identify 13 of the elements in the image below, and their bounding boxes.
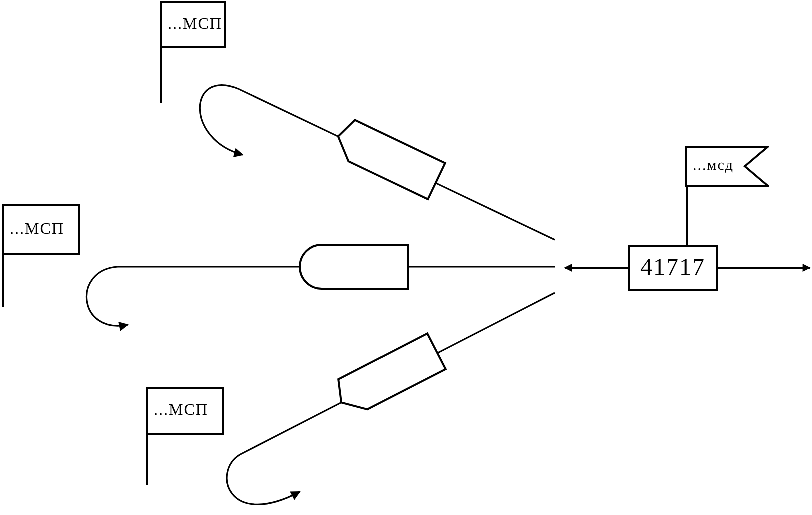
unit-flag (160, 1, 226, 48)
arrow (718, 264, 811, 272)
unit-number: 41717 (640, 254, 706, 282)
unit-flag (2, 204, 80, 255)
unit-label: ...МСП (10, 220, 64, 238)
unit-label: ...МСП (154, 402, 208, 420)
flagpole (686, 187, 688, 245)
unit-label: ...МСП (168, 16, 222, 34)
arrow (564, 264, 628, 272)
unit-flag (146, 387, 224, 435)
unit-box (628, 245, 718, 291)
swallowtail-flag (685, 146, 769, 187)
unit-label: ...мсд (693, 158, 734, 175)
